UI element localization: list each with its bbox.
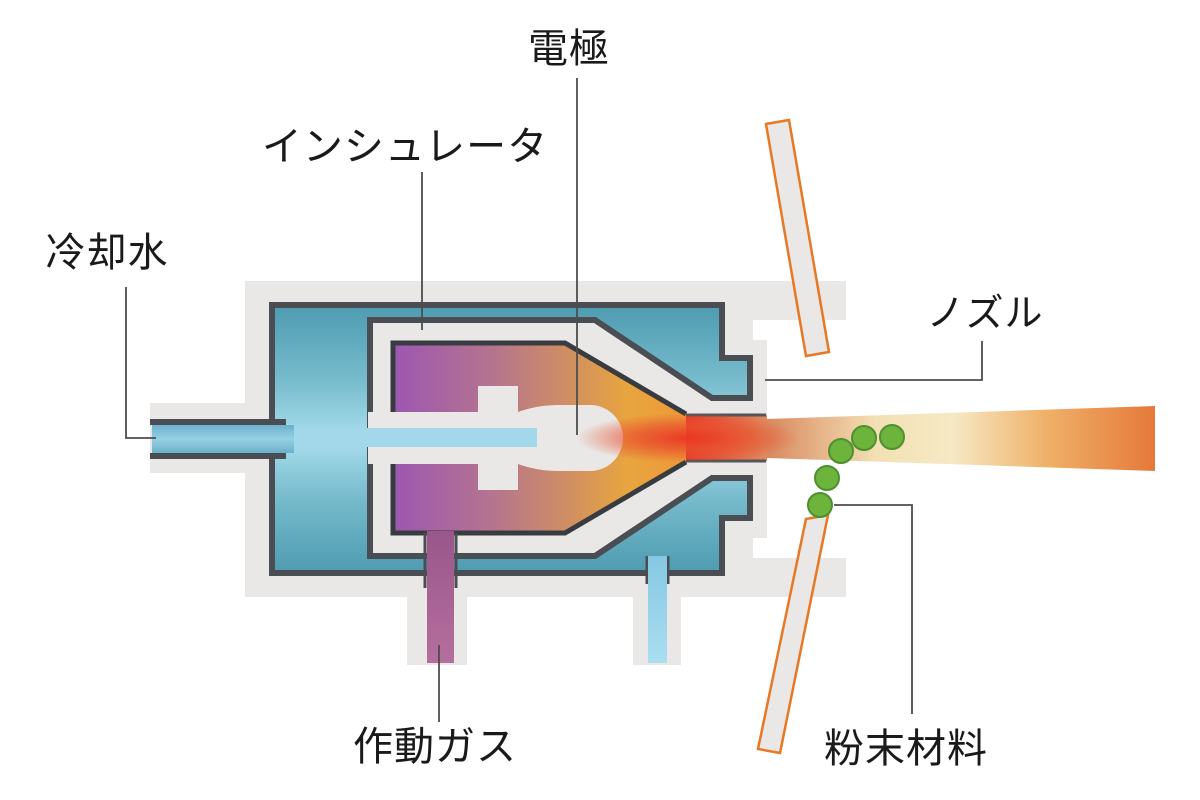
electrode-nose xyxy=(518,405,623,471)
label-insulator: インシュレータ xyxy=(262,125,548,169)
powder-injector-top xyxy=(764,118,831,358)
powder-particles xyxy=(807,424,905,518)
inlet-lining-top xyxy=(150,419,286,425)
working-gas-tube xyxy=(423,531,458,663)
label-cooling-water: 冷却水 xyxy=(46,231,169,275)
label-powder-material: 粉末材料 xyxy=(824,727,988,771)
labels: 電極 インシュレータ 冷却水 ノズル 作動ガス 粉末材料 xyxy=(46,27,1043,771)
leader-cooling-water xyxy=(125,287,156,439)
powder-particle xyxy=(851,425,877,451)
water-channel xyxy=(282,428,537,447)
powder-particle xyxy=(807,492,833,518)
outlet-water xyxy=(648,556,667,663)
water-inlet xyxy=(150,419,294,459)
plasma-core xyxy=(576,413,800,463)
leader-powder-material xyxy=(834,504,913,714)
label-electrode: 電極 xyxy=(528,27,610,71)
water-outlet-tube xyxy=(645,556,670,663)
label-nozzle: ノズル xyxy=(926,293,1043,335)
inlet-water xyxy=(152,425,294,453)
gas-tube-fluid xyxy=(427,531,454,663)
leader-nozzle xyxy=(765,341,983,381)
powder-particle xyxy=(828,438,854,464)
inlet-lining-bottom xyxy=(150,453,286,459)
label-working-gas: 作動ガス xyxy=(353,725,517,769)
spray-jet xyxy=(767,406,1155,471)
leader-lines xyxy=(125,78,983,722)
powder-particle xyxy=(814,465,840,491)
powder-particle xyxy=(879,424,905,450)
